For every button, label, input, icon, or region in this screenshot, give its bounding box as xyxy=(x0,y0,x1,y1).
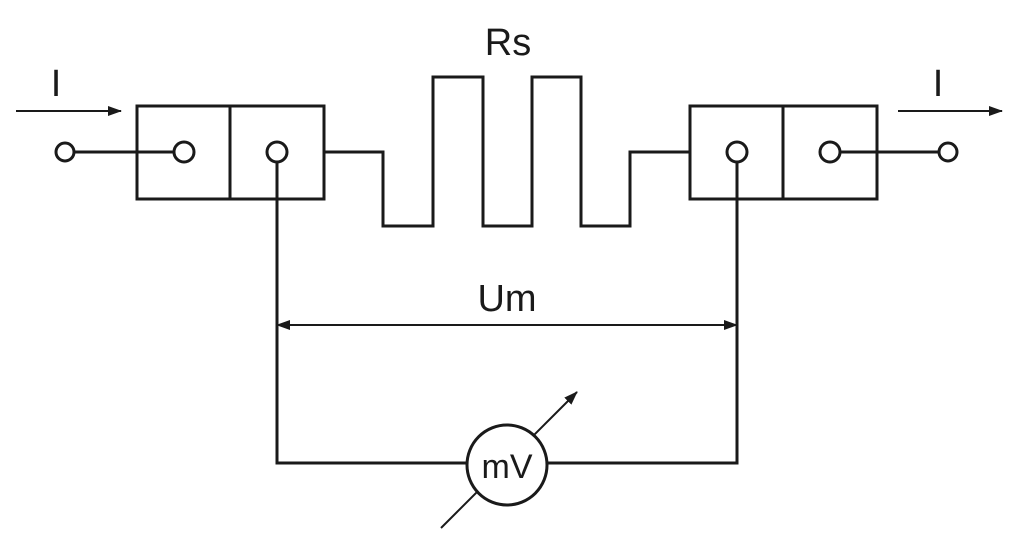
millivoltmeter-circle xyxy=(465,423,549,507)
right-sense-screw xyxy=(725,140,749,164)
output-terminal xyxy=(937,141,959,163)
left-current-screw xyxy=(172,140,196,164)
input-terminal xyxy=(54,141,76,163)
right-current-screw xyxy=(818,140,842,164)
shunt-resistor xyxy=(324,75,690,228)
voltage-label: Um xyxy=(477,278,536,320)
resistor-label: Rs xyxy=(485,22,531,64)
sense-wire-left xyxy=(275,163,467,465)
millivoltmeter-label: mV xyxy=(482,448,533,486)
sense-wire-right xyxy=(547,163,739,465)
current-in-label: I xyxy=(51,63,62,105)
left-sense-screw xyxy=(265,140,289,164)
current-out-label: I xyxy=(933,63,944,105)
